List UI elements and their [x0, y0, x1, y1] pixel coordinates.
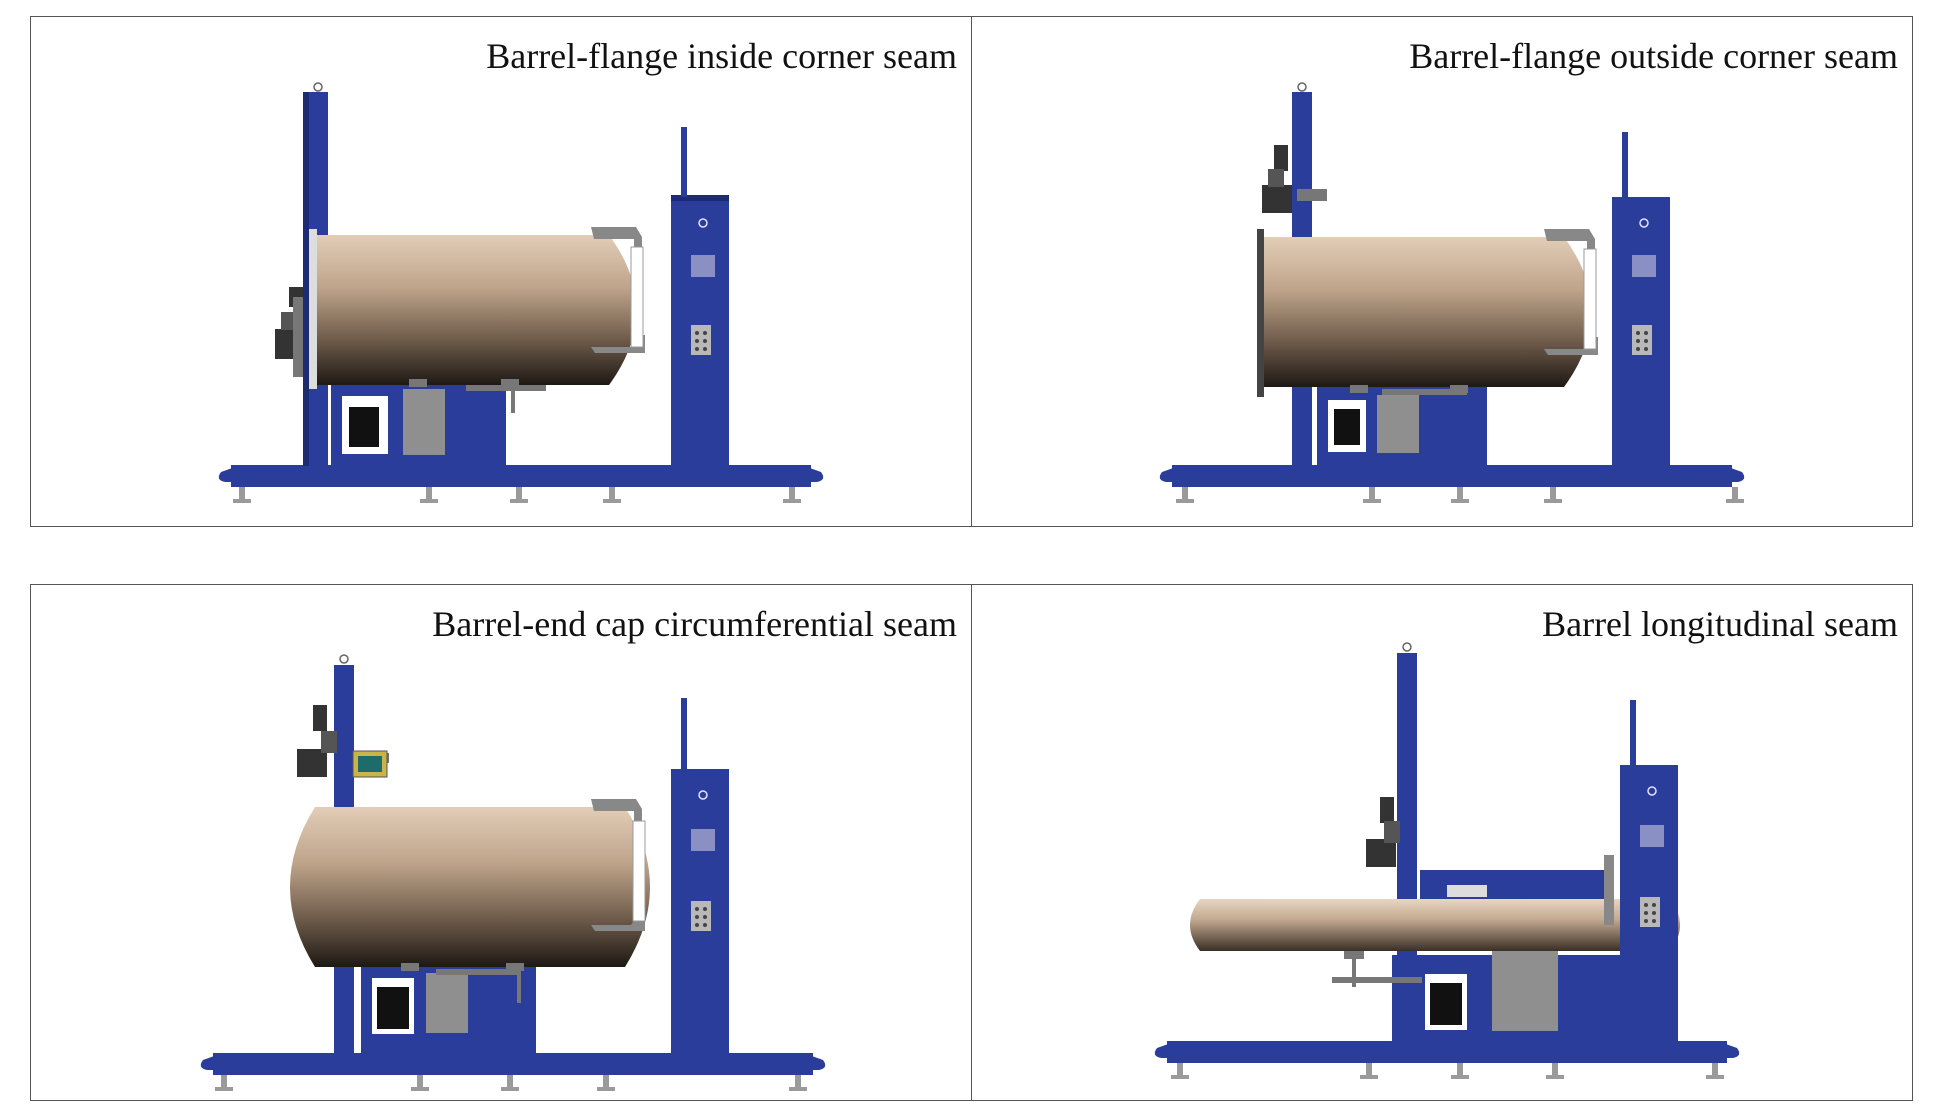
barrel	[1257, 229, 1592, 397]
leveling-feet	[1171, 1063, 1724, 1079]
panel-outside-corner-seam: Barrel-flange outside corner seam	[971, 16, 1913, 527]
welding-positioner-illustration	[218, 82, 824, 503]
panel-title: Barrel-flange outside corner seam	[1409, 36, 1898, 76]
panel-longitudinal-seam: Barrel longitudinal seam	[971, 584, 1913, 1101]
support-rollers	[1332, 951, 1422, 987]
panel-title: Barrel-flange inside corner seam	[486, 36, 957, 76]
clamp-arm	[591, 799, 642, 829]
welding-positioner-illustration	[1159, 82, 1745, 503]
headstock-tower	[671, 698, 729, 1055]
carriage-box	[1392, 870, 1622, 1041]
clamp-arm	[1604, 855, 1614, 925]
leveling-feet	[1176, 487, 1744, 503]
clamp-arm	[591, 227, 642, 257]
control-pendant	[352, 750, 388, 778]
support-rollers	[1350, 385, 1468, 395]
welding-positioner-illustration	[200, 654, 826, 1091]
panel-inside-corner-seam: Barrel-flange inside corner seam	[30, 16, 972, 527]
headstock-tower	[1620, 700, 1678, 1041]
barrel	[1190, 899, 1680, 951]
panel-circumferential-seam: Barrel-end cap circumferential seam	[30, 584, 972, 1101]
base-frame	[1159, 465, 1745, 487]
welding-head	[275, 287, 303, 377]
welding-head	[1366, 797, 1400, 867]
leveling-feet	[233, 487, 801, 503]
clamp-arm	[1544, 229, 1595, 259]
panel-title: Barrel longitudinal seam	[1542, 604, 1898, 644]
panel-title: Barrel-end cap circumferential seam	[432, 604, 957, 644]
welding-head	[1262, 145, 1327, 213]
barrel	[290, 807, 650, 967]
headstock-tower	[1612, 132, 1670, 467]
support-rollers	[409, 379, 546, 413]
barrel	[309, 229, 637, 389]
base-frame	[1154, 1041, 1740, 1063]
base-frame	[200, 1053, 826, 1075]
leveling-feet	[215, 1075, 807, 1091]
base-frame	[218, 465, 824, 487]
welding-positioner-illustration	[1154, 642, 1740, 1079]
support-rollers	[401, 963, 524, 1003]
headstock-tower	[671, 127, 729, 467]
